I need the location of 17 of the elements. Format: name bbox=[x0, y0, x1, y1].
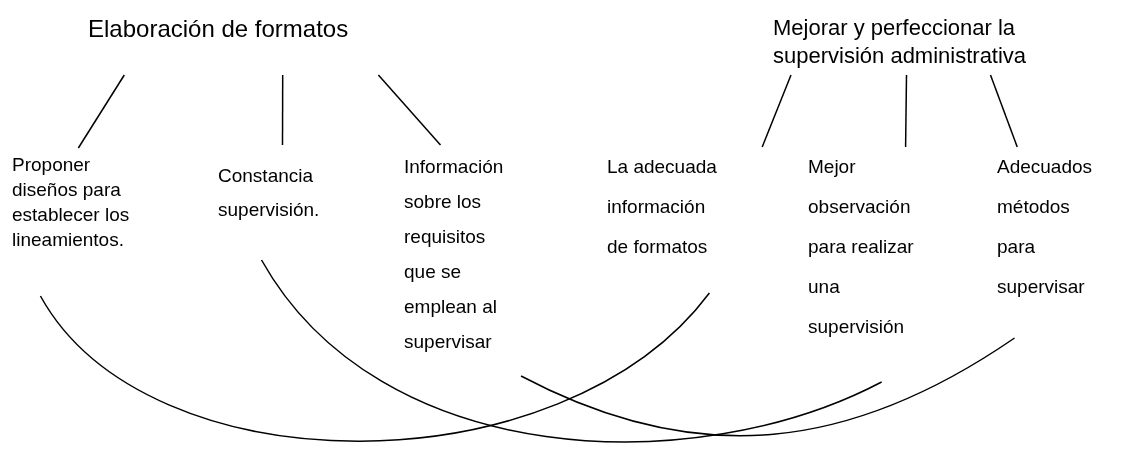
node-text: La adecuada información de formatos bbox=[607, 155, 718, 259]
node-text: Mejorar y perfeccionar la supervisión administrativa bbox=[773, 14, 1028, 70]
connector-line bbox=[761, 74, 792, 148]
node-text: Mejor observación para realizar una supervisión bbox=[808, 155, 915, 339]
curved-connector bbox=[39, 292, 711, 442]
connector-line bbox=[377, 74, 442, 146]
connector-line bbox=[281, 74, 284, 146]
node-text: Adecuados métodos para supervisar bbox=[997, 155, 1094, 299]
connector-line bbox=[77, 74, 126, 149]
node-text: Elaboración de formatos bbox=[88, 14, 350, 44]
node-text: Información sobre los requisitos que se emplean al supervisar bbox=[404, 155, 505, 354]
node-text: Constancia supervisión. bbox=[218, 164, 321, 222]
curved-connector bbox=[520, 337, 1016, 437]
node-text: Proponer diseños para establecer los lineamientos. bbox=[12, 153, 130, 252]
curved-connector bbox=[260, 259, 883, 443]
connector-line bbox=[989, 74, 1018, 148]
connector-line bbox=[904, 74, 908, 148]
